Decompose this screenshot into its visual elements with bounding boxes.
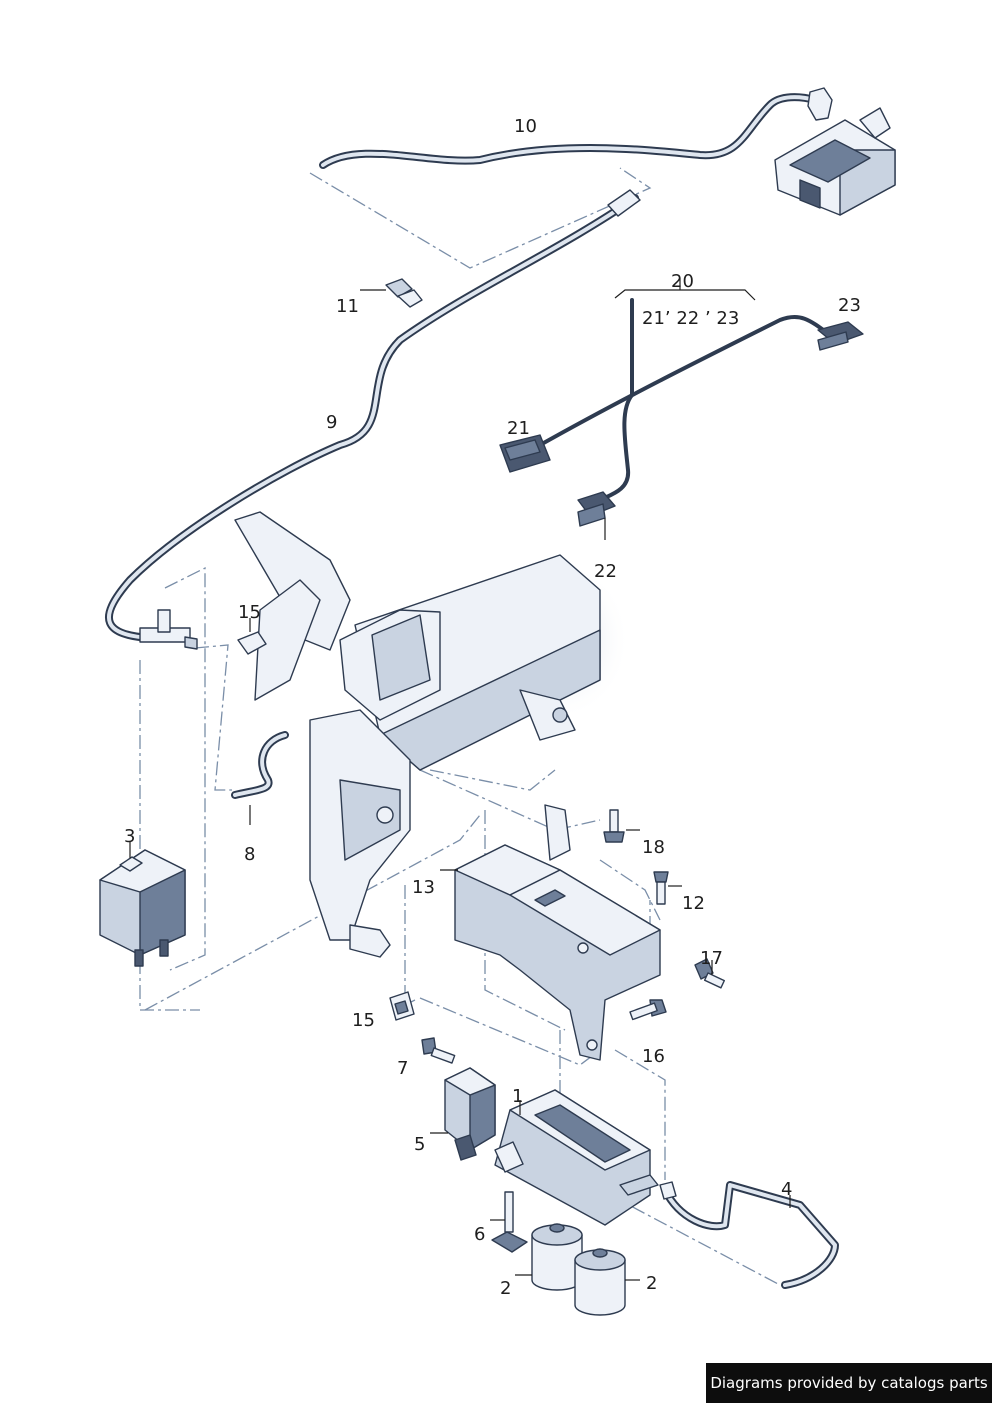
callout-1: 1 xyxy=(512,1086,523,1107)
callout-8: 8 xyxy=(244,844,255,865)
callout-7: 7 xyxy=(397,1058,408,1079)
clip-15-upper xyxy=(237,618,267,655)
callout-5: 5 xyxy=(414,1134,425,1155)
callout-16: 16 xyxy=(642,1046,665,1067)
callout-2-right: 2 xyxy=(646,1273,657,1294)
callout-22: 22 xyxy=(594,561,617,582)
callout-15-lower: 15 xyxy=(352,1010,375,1031)
vent-valve-housing xyxy=(774,107,896,216)
callout-9: 9 xyxy=(326,412,337,433)
attribution-text: Diagrams provided by catalogs parts xyxy=(710,1374,988,1392)
filter-2-left xyxy=(515,1223,583,1291)
wiring-harness-20 xyxy=(499,278,864,540)
callout-15-upper: 15 xyxy=(238,602,261,623)
sensor-6 xyxy=(490,1191,528,1253)
bolt-7 xyxy=(421,1037,456,1064)
solenoid-valve-5 xyxy=(430,1067,496,1161)
tee-connector xyxy=(139,609,198,650)
callout-6: 6 xyxy=(474,1224,485,1245)
hose-10 xyxy=(319,87,833,169)
callout-labels: 10 11 20 21’ 22 ’ 23 23 9 21 22 15 3 8 1… xyxy=(124,116,861,1299)
callout-4: 4 xyxy=(781,1179,792,1200)
bracket-13 xyxy=(440,804,661,1061)
callout-10: 10 xyxy=(514,116,537,137)
callout-12: 12 xyxy=(682,893,705,914)
bolt-17 xyxy=(694,958,726,989)
callout-20-subparts: 21’ 22 ’ 23 xyxy=(642,308,739,329)
bolt-12 xyxy=(653,871,682,905)
charcoal-canister-1 xyxy=(494,1089,659,1226)
callout-18: 18 xyxy=(642,837,665,858)
control-unit-3 xyxy=(99,842,186,967)
hose-8 xyxy=(231,731,289,825)
callout-13: 13 xyxy=(412,877,435,898)
bolt-18 xyxy=(603,809,640,843)
callout-17: 17 xyxy=(700,948,723,969)
clip-15-lower xyxy=(389,991,415,1021)
hose-4 xyxy=(659,1181,839,1289)
callout-2-left: 2 xyxy=(500,1278,511,1299)
assembly-dashed-lines xyxy=(139,167,781,1286)
filter-2-right xyxy=(574,1248,640,1316)
callout-3: 3 xyxy=(124,826,135,847)
hose-9 xyxy=(105,189,641,642)
bolt-16 xyxy=(629,999,667,1021)
clip-11 xyxy=(360,278,423,308)
callout-20: 20 xyxy=(671,271,694,292)
callout-11: 11 xyxy=(336,296,359,317)
callout-21: 21 xyxy=(507,418,530,439)
steering-crossmember xyxy=(234,511,630,958)
attribution-banner: Diagrams provided by catalogs parts xyxy=(706,1363,992,1403)
callout-23: 23 xyxy=(838,295,861,316)
